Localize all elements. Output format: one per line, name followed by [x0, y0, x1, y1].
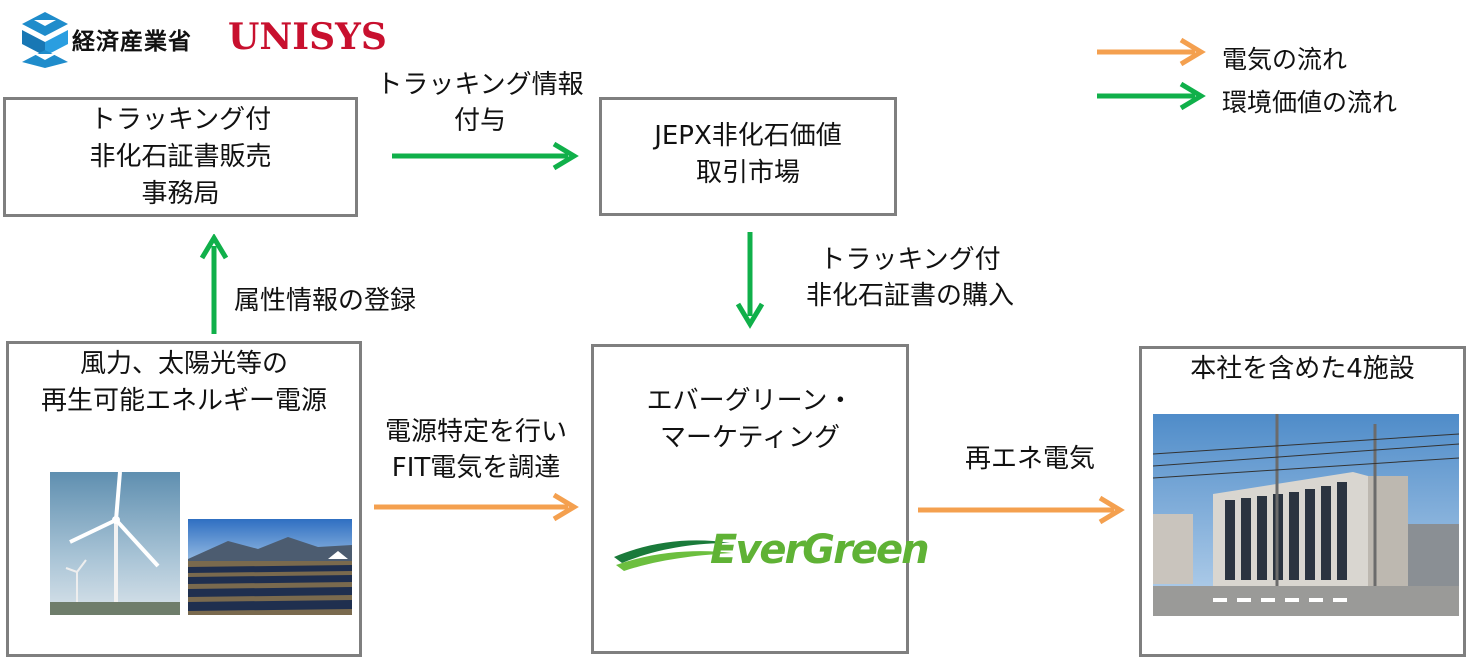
legend-electricity-label: 電気の流れ	[1222, 45, 1348, 74]
facilities-node: 本社を含めた4施設	[1139, 346, 1466, 657]
jepx-node: JEPX非化石価値 取引市場	[599, 97, 897, 216]
orange-arrow-right-2	[918, 495, 1125, 525]
meti-emblem-icon	[22, 12, 68, 68]
green-arrow-down	[735, 232, 765, 329]
edge-attribute-registration-label: 属性情報の登録	[234, 286, 417, 316]
evergreen-node: エバーグリーン・ マーケティング EverGreen	[591, 344, 930, 654]
edge-tracking-info-label: トラッキング情報 付与	[376, 70, 584, 136]
legend-environment-label: 環境価値の流れ	[1222, 88, 1398, 117]
green-arrow-right	[392, 141, 579, 171]
solar-farm-photo	[188, 519, 352, 615]
headquarters-building-photo	[1153, 414, 1459, 616]
meti-logo	[20, 10, 70, 70]
green-arrow-up	[199, 234, 229, 334]
facilities-label: 本社を含めた4施設	[1190, 354, 1415, 384]
meti-logo-text: 経済産業省	[72, 29, 192, 55]
orange-arrow-right	[374, 492, 579, 522]
generation-node: 風力、太陽光等の 再生可能エネルギー電源	[6, 341, 362, 657]
secretariat-node: トラッキング付 非化石証書販売 事務局	[3, 97, 358, 217]
jepx-label: JEPX非化石価値 取引市場	[654, 121, 842, 188]
edge-procurement-label: 電源特定を行い FIT電気を調達	[384, 417, 567, 483]
evergreen-logo: EverGreen	[612, 523, 930, 579]
evergreen-label: エバーグリーン・ マーケティング	[646, 386, 854, 453]
secretariat-label: トラッキング付 非化石証書販売 事務局	[89, 105, 272, 209]
legend-arrows	[1097, 37, 1206, 111]
evergreen-logo-text: EverGreen	[710, 527, 930, 573]
edge-renewable-power-label: 再エネ電気	[964, 444, 1095, 474]
unisys-logo: UNISYS	[228, 16, 387, 58]
edge-tracking-purchase-label: トラッキング付 非化石証書の購入	[805, 245, 1014, 311]
evergreen-swoosh-icon	[614, 540, 732, 571]
generation-label: 風力、太陽光等の 再生可能エネルギー電源	[40, 349, 327, 416]
wind-turbine-photo	[50, 472, 180, 615]
